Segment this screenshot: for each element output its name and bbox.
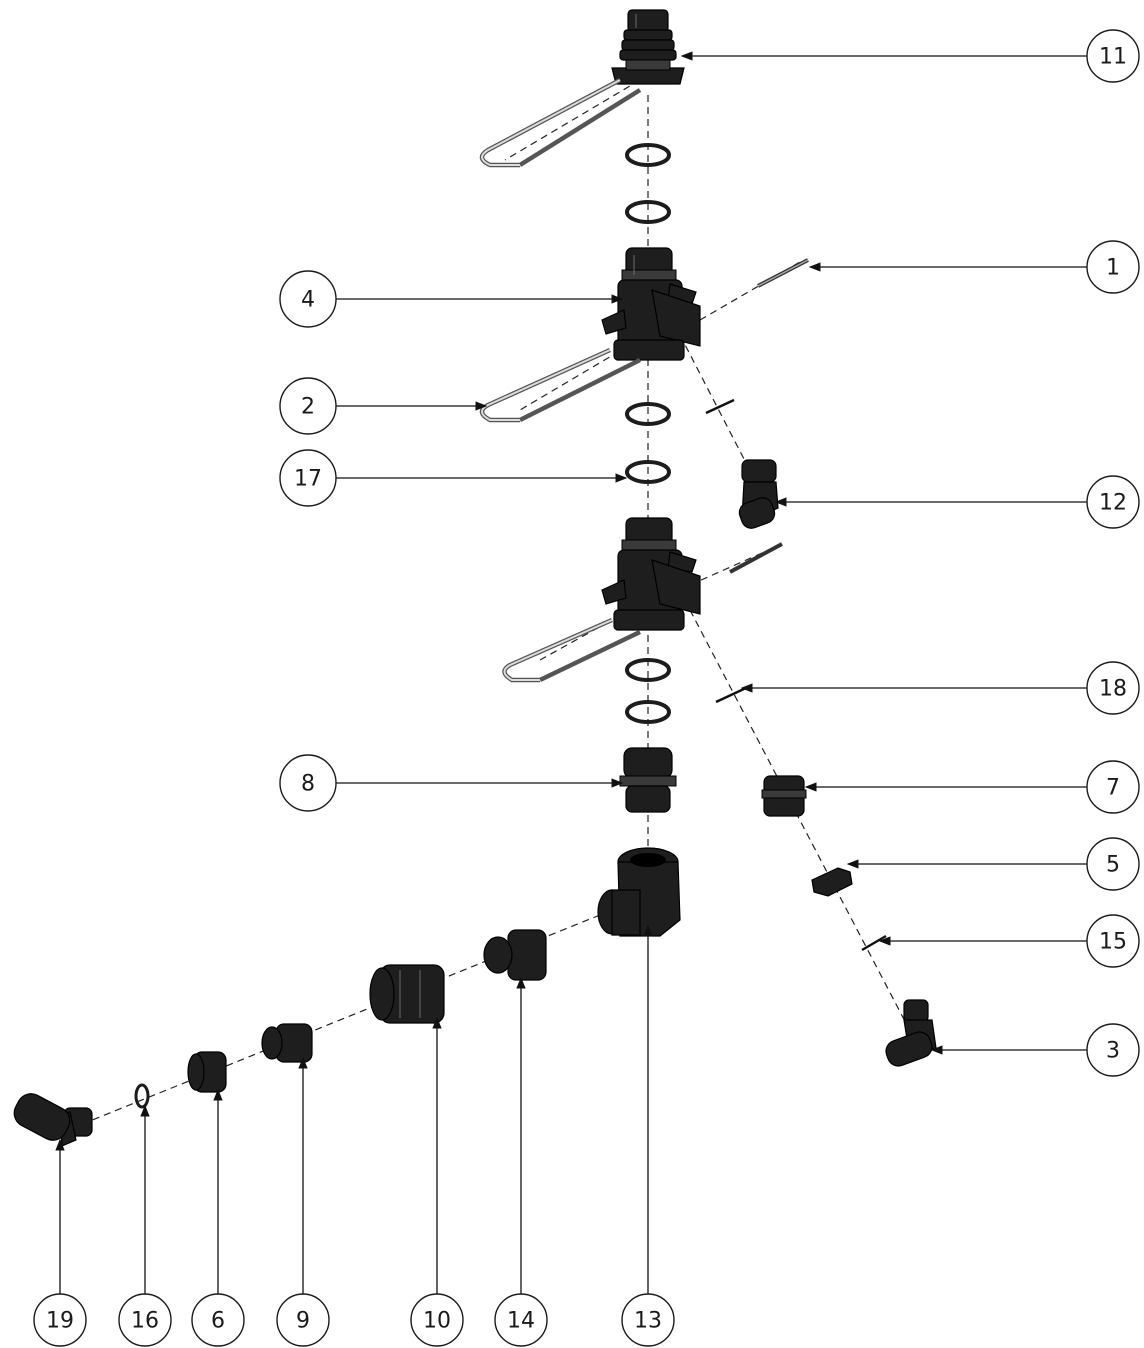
balloon-15: 15 <box>1086 914 1140 968</box>
o-ring-17 <box>625 460 671 484</box>
part-16-o-ring <box>134 1083 150 1109</box>
o-ring-1 <box>625 143 671 167</box>
balloon-9: 9 <box>276 1293 330 1347</box>
balloon-2-label: 2 <box>301 395 315 420</box>
part-9-nipple <box>261 1023 313 1063</box>
balloon-16: 16 <box>118 1293 172 1347</box>
part-18-seal <box>715 686 747 704</box>
part-12-elbow <box>738 459 779 529</box>
balloon-10-label: 10 <box>423 1309 451 1334</box>
balloon-3: 3 <box>1086 1023 1140 1077</box>
part-4-valve-body <box>601 247 701 361</box>
balloon-9-label: 9 <box>296 1309 310 1334</box>
clip-lower <box>502 617 641 683</box>
leader-lines <box>55 51 1088 1295</box>
o-ring-4 <box>625 658 671 682</box>
balloon-1: 1 <box>1086 240 1140 294</box>
part-2-clip <box>479 347 642 423</box>
part-1-pin <box>757 258 809 288</box>
balloon-10: 10 <box>410 1293 464 1347</box>
valve-body-lower <box>601 517 701 631</box>
balloon-7-label: 7 <box>1106 776 1120 801</box>
balloon-4: 4 <box>279 270 337 328</box>
balloon-7: 7 <box>1086 760 1140 814</box>
balloon-14-label: 14 <box>507 1309 535 1334</box>
part-6-nut <box>187 1051 227 1093</box>
balloon-13-label: 13 <box>634 1309 662 1334</box>
balloon-1-label: 1 <box>1106 256 1120 281</box>
balloon-6-label: 6 <box>211 1309 225 1334</box>
part-14-coupling <box>483 929 547 981</box>
balloon-18: 18 <box>1086 661 1140 715</box>
o-ring-3 <box>625 402 671 426</box>
balloon-11-label: 11 <box>1099 45 1127 70</box>
balloon-12-label: 12 <box>1099 491 1127 516</box>
pin-lower <box>729 542 783 574</box>
part-3-elbow <box>885 999 937 1067</box>
balloon-12: 12 <box>1086 475 1140 529</box>
balloon-8-label: 8 <box>301 772 315 797</box>
balloon-14: 14 <box>494 1293 548 1347</box>
balloon-3-label: 3 <box>1106 1039 1120 1064</box>
part-8-adapter <box>619 747 677 813</box>
balloon-19: 19 <box>33 1293 87 1347</box>
o-ring-2 <box>625 200 671 224</box>
part-11-top-fitting <box>611 9 685 85</box>
part-10-union <box>369 964 445 1024</box>
balloon-19-label: 19 <box>46 1309 74 1334</box>
balloon-5-label: 5 <box>1106 853 1120 878</box>
part-13-elbow <box>597 847 681 937</box>
balloon-6: 6 <box>191 1293 245 1347</box>
balloon-17: 17 <box>279 449 337 507</box>
part-19-elbow <box>13 1093 93 1147</box>
part-5-cap <box>811 867 853 897</box>
part-18-seal-upper <box>705 398 735 415</box>
balloon-5: 5 <box>1086 837 1140 891</box>
balloon-8: 8 <box>279 754 337 812</box>
part-11-clip <box>479 78 642 168</box>
balloon-16-label: 16 <box>131 1309 159 1334</box>
balloon-4-label: 4 <box>301 288 315 313</box>
balloon-2: 2 <box>279 377 337 435</box>
balloon-18-label: 18 <box>1099 677 1127 702</box>
balloon-11: 11 <box>1086 29 1140 83</box>
balloon-17-label: 17 <box>294 467 322 492</box>
o-ring-5 <box>625 700 671 724</box>
balloon-13: 13 <box>621 1293 675 1347</box>
balloon-15-label: 15 <box>1099 930 1127 955</box>
part-15-seal <box>861 934 887 952</box>
part-7-nut <box>761 775 807 817</box>
